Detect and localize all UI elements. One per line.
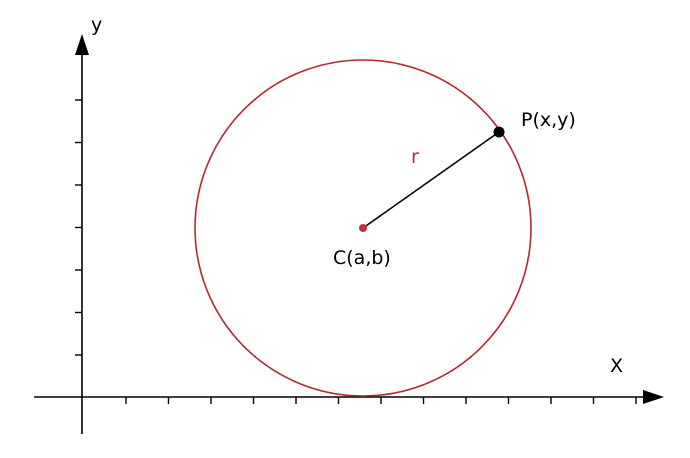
center-point	[359, 224, 367, 232]
radius-line	[362, 131, 500, 229]
x-axis-arrowhead	[643, 390, 664, 404]
x-axis-ticks	[125, 397, 637, 404]
y-axis-arrowhead	[75, 34, 89, 55]
y-axis-label: y	[91, 14, 103, 36]
x-axis-label: X	[610, 355, 624, 377]
y-axis-ticks	[75, 99, 82, 356]
point-label: P(x,y)	[521, 109, 576, 131]
point-on-circle	[493, 126, 505, 138]
circle	[194, 59, 532, 397]
radius-label: r	[411, 146, 419, 168]
center-label: C(a,b)	[333, 247, 391, 269]
